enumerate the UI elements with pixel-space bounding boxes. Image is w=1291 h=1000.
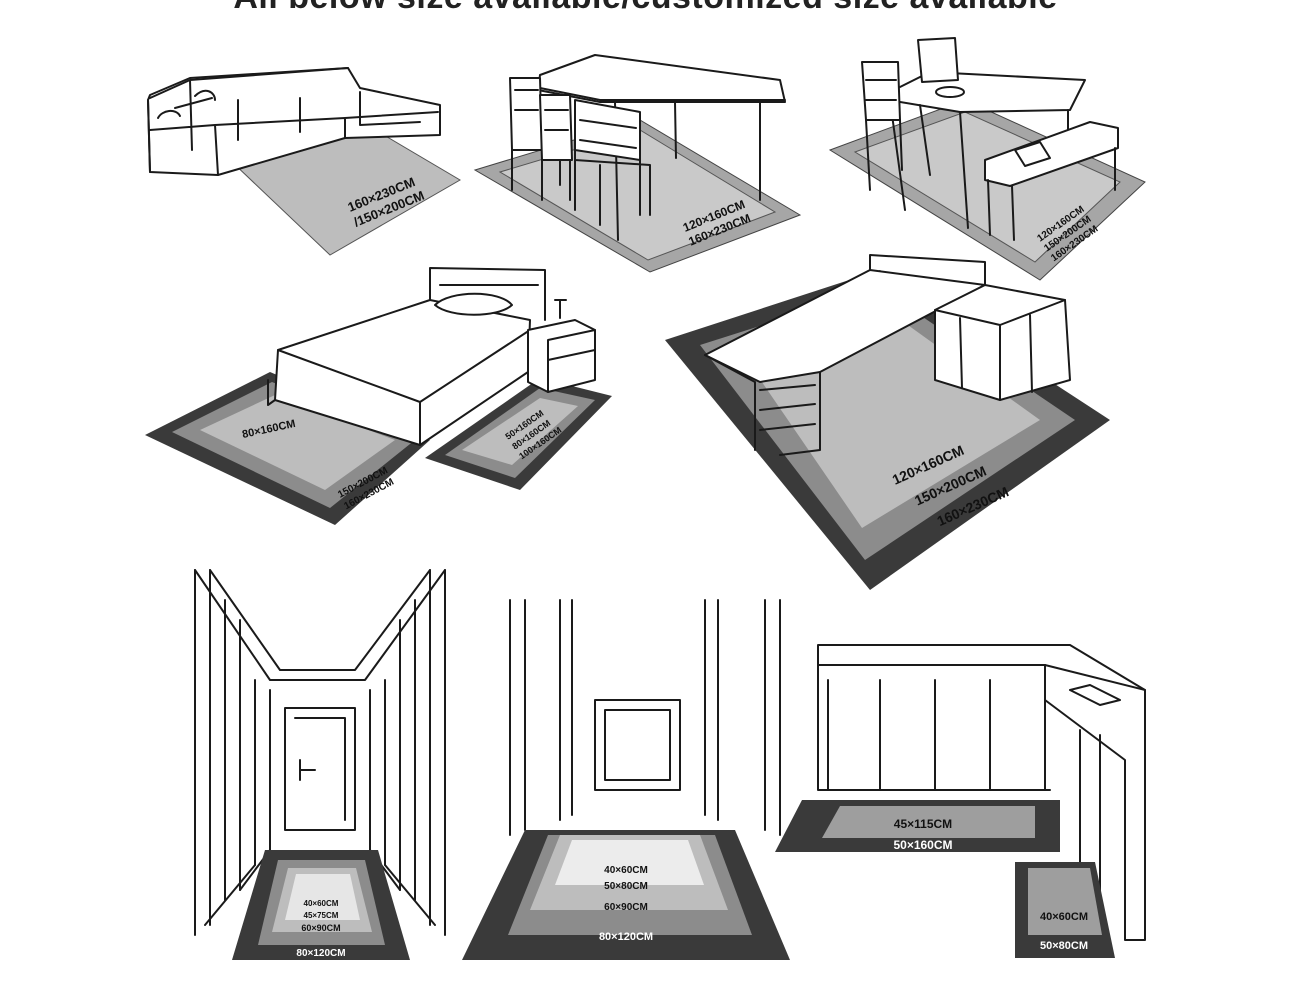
kitchen-small-size-2: 50×80CM — [1040, 940, 1088, 952]
living-room-scene: 160×230CM /150×200CM — [147, 67, 461, 256]
hallway-size-2: 45×75CM — [304, 911, 339, 920]
entrance-rug-inner — [555, 840, 704, 885]
kitchen-small-rug-inner — [1028, 868, 1102, 935]
hallway-scene: 40×60CM 45×75CM 60×90CM 80×120CM — [194, 569, 446, 960]
kitchen-scene: 45×115CM 50×160CM 40×60CM 50×80CM — [775, 644, 1146, 958]
hallway-size-4: 80×120CM — [296, 948, 345, 959]
side-rug-inner — [462, 398, 578, 465]
kitchen-long-rug-inner — [822, 806, 1035, 838]
kitchen-small-size-1: 40×60CM — [1040, 911, 1088, 923]
hallway-rug-inner — [285, 874, 360, 920]
bedroom-scene: 80×160CM 150×200CM 160×230CM 50×160CM 80… — [145, 267, 612, 525]
entrance-scene: 40×60CM 50×80CM 60×90CM 80×120CM — [462, 599, 790, 960]
dining-room-scene: 120×160CM 160×230CM — [473, 54, 802, 273]
entrance-size-4: 80×120CM — [599, 931, 653, 943]
kitchen-long-size-1: 45×115CM — [894, 817, 952, 831]
hallway-size-3: 60×90CM — [301, 923, 340, 933]
hallway-size-1: 40×60CM — [304, 899, 339, 908]
entrance-size-2: 50×80CM — [604, 881, 648, 892]
dining-bench-scene: 120×160CM 150×200CM 160×230CM — [828, 37, 1146, 281]
study-scene: 120×160CM 150×200CM 160×230CM — [665, 254, 1110, 590]
bedroom-rug-inner — [200, 395, 395, 490]
entrance-size-3: 60×90CM — [604, 902, 648, 913]
kitchen-long-size-2: 50×160CM — [893, 838, 952, 852]
headline: All below size available/customized size… — [0, 0, 1291, 17]
entrance-size-1: 40×60CM — [604, 865, 648, 876]
